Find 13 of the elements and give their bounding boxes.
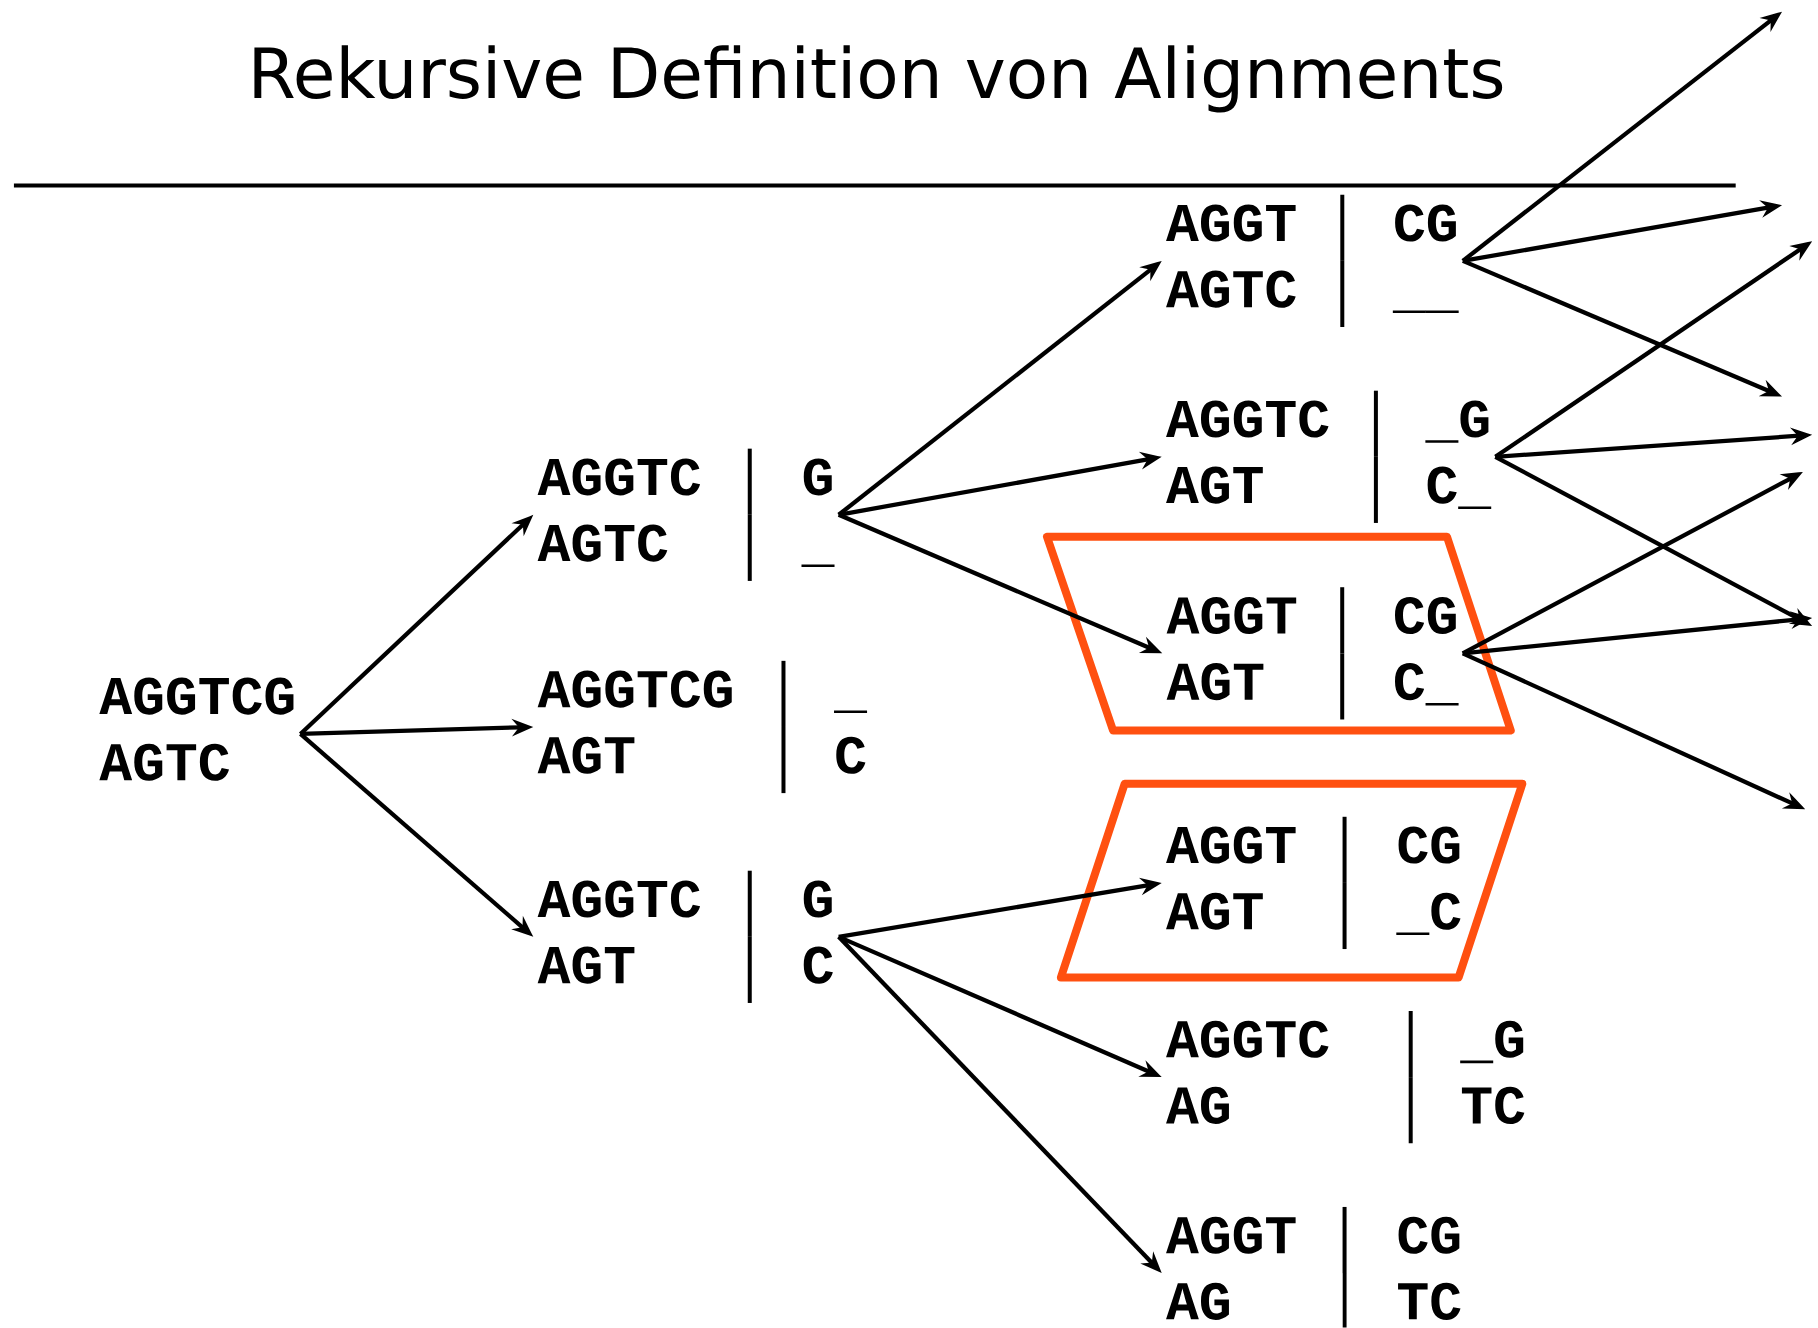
highlight-parallelogram <box>1043 533 1515 735</box>
alignment: AGGT CG AG TC <box>1166 1207 1461 1328</box>
title: Rekursive Definition von Alignments <box>254 45 1503 113</box>
highlight-parallelogram <box>1056 780 1527 982</box>
alignment: AGGTC _G AG TC <box>1166 1011 1525 1144</box>
alignment: AGGTC G AGT C <box>537 870 833 1004</box>
alignment: AGGTCG AGTC <box>99 677 294 781</box>
alignment: AGGTCG _ AGT C <box>537 661 868 794</box>
alignment: AGGTC G AGTC _ <box>537 448 835 582</box>
alignment: AGGT CG AGT C_ <box>1166 587 1459 720</box>
alignment: AGGT CG AGTC __ <box>1166 194 1459 328</box>
alignment: AGGT CG AGT _C <box>1166 817 1461 950</box>
alignment: AGGTC _G AGT C_ <box>1166 390 1492 524</box>
